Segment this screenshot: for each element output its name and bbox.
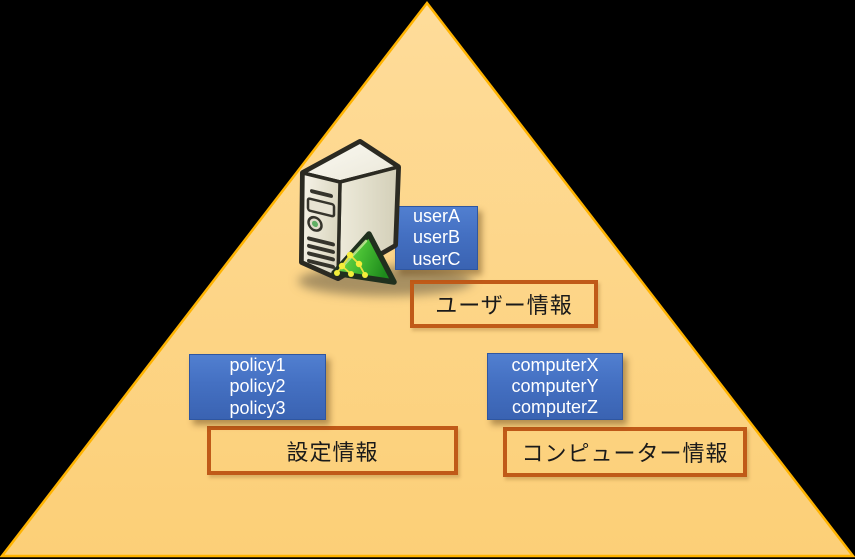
settings-info-label-box: 設定情報 (207, 426, 458, 475)
server-icon (299, 139, 401, 285)
computer-info-label-text: コンピューター情報 (521, 441, 729, 466)
user-item: userA (412, 206, 461, 227)
policy-item: policy2 (229, 376, 286, 397)
policy-item: policy3 (229, 397, 286, 418)
policy-items-box: policy1 policy2 policy3 (189, 354, 326, 420)
settings-info-label-text: 設定情報 (286, 439, 379, 465)
user-info-label-text: ユーザー情報 (435, 293, 573, 318)
user-item: userC (412, 248, 461, 269)
computer-item: computerX (511, 354, 599, 375)
network-badge-icon (331, 231, 397, 285)
computer-info-label-box: コンピューター情報 (503, 427, 747, 477)
computer-item: computerZ (511, 397, 599, 418)
computer-items-box: computerX computerY computerZ (487, 353, 623, 420)
user-info-label-box: ユーザー情報 (410, 280, 598, 328)
policy-item: policy1 (229, 355, 286, 376)
user-item: userB (412, 227, 461, 248)
computer-item: computerY (511, 375, 599, 396)
